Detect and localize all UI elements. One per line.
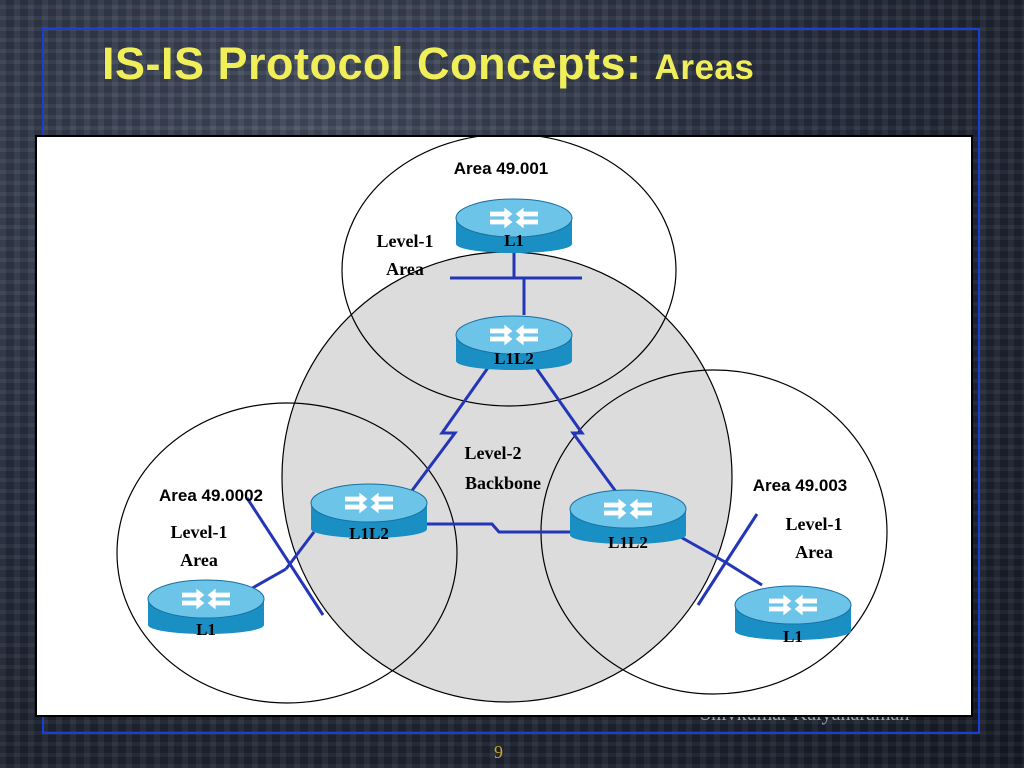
- serial-link-left-right: [427, 522, 577, 534]
- lan-segment-left: [245, 497, 325, 616]
- backbone-line1: Level-2: [465, 443, 522, 463]
- network-diagram: L1 L1L2 L1L2 L1L2 L1: [116, 137, 888, 704]
- area-right-level-line2: Area: [795, 542, 833, 562]
- router-left-l1-label: L1: [196, 620, 216, 639]
- area-top-name: Area 49.001: [454, 159, 549, 178]
- router-right-l1l2-label: L1L2: [608, 533, 648, 552]
- area-left-boundary: [116, 402, 458, 704]
- area-top-boundary: [341, 137, 677, 407]
- router-top-l1l2-label: L1L2: [494, 349, 534, 368]
- link-right-l1l2-segment: [676, 533, 726, 564]
- title-sub: Areas: [654, 48, 755, 87]
- link-left-segment-l1: [248, 567, 287, 592]
- router-right-l1-label: L1: [783, 627, 803, 646]
- router-top-l1l2[interactable]: L1L2: [455, 315, 573, 370]
- router-left-l1[interactable]: L1: [147, 579, 265, 639]
- title-main: IS-IS Protocol Concepts:: [102, 38, 655, 89]
- area-right-name: Area 49.003: [753, 476, 848, 495]
- link-left-l1l2-segment: [284, 531, 316, 570]
- backbone-line2: Backbone: [465, 473, 541, 493]
- network-links: [245, 247, 763, 616]
- router-right-l1l2[interactable]: L1L2: [569, 489, 687, 552]
- slide-title: IS-IS Protocol Concepts: Areas: [102, 38, 754, 90]
- area-top-level-line1: Level-1: [377, 231, 434, 251]
- area-top-level-line2: Area: [386, 259, 424, 279]
- area-left-name: Area 49.0002: [159, 486, 263, 505]
- diagram-canvas: L1 L1L2 L1L2 L1L2 L1: [35, 135, 973, 717]
- page-number: 9: [494, 742, 503, 762]
- link-right-segment-l1: [724, 560, 763, 587]
- area-left-level-line2: Area: [180, 550, 218, 570]
- area-left-level-line1: Level-1: [171, 522, 228, 542]
- router-right-l1[interactable]: L1: [734, 585, 852, 646]
- serial-link-top-left: [388, 361, 494, 521]
- router-top-l1-label: L1: [504, 231, 524, 250]
- serial-link-top-right: [530, 361, 627, 505]
- area-right-level-line1: Level-1: [786, 514, 843, 534]
- router-left-l1l2[interactable]: L1L2: [310, 483, 428, 543]
- lan-segment-right: [696, 513, 759, 606]
- router-top-l1[interactable]: L1: [455, 198, 573, 253]
- router-left-l1l2-label: L1L2: [349, 524, 389, 543]
